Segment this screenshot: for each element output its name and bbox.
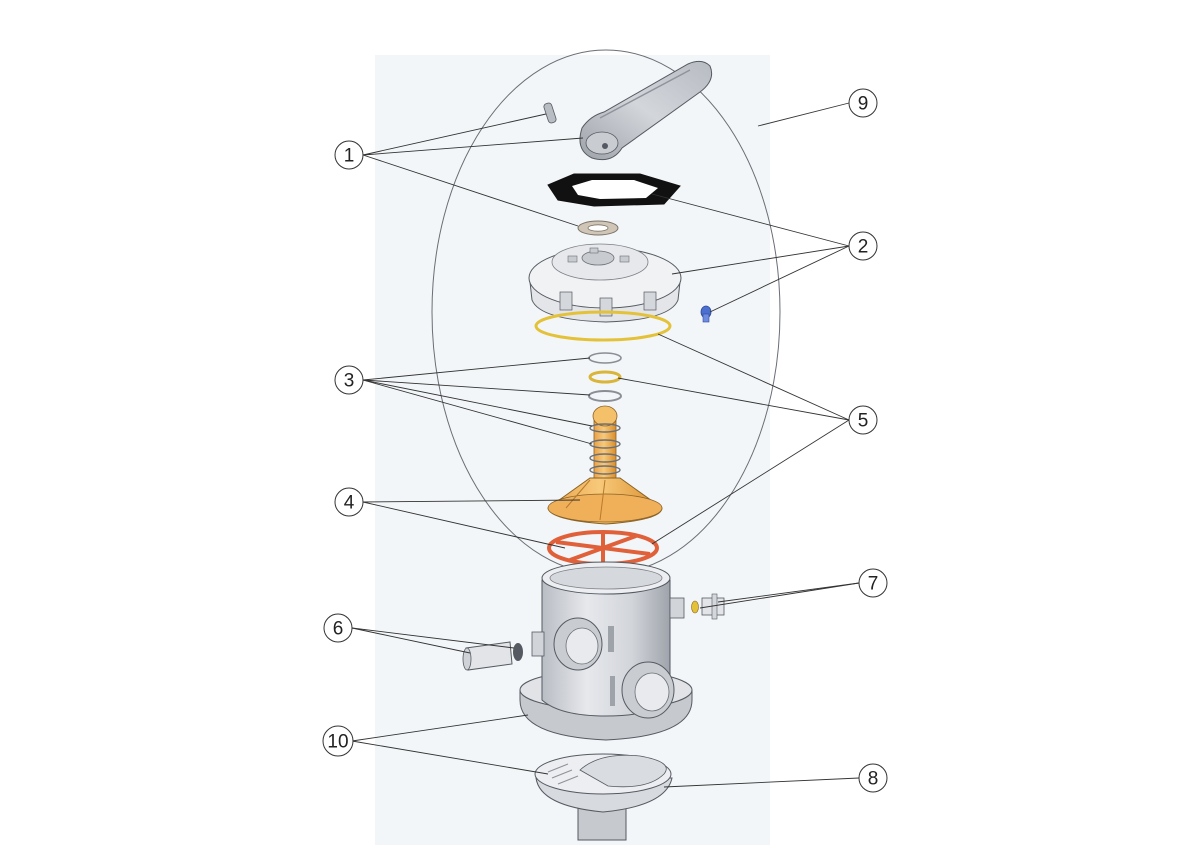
rotor-shaft: [589, 405, 621, 485]
callout-label-7: 7: [868, 574, 879, 595]
callout-5: 5: [848, 405, 878, 435]
callout-label-10: 10: [327, 732, 348, 753]
ring-small-2: [588, 390, 622, 402]
valve-body: [519, 561, 693, 741]
flat-gasket: [547, 173, 681, 207]
callout-8: 8: [858, 763, 888, 793]
callout-10: 10: [322, 725, 354, 757]
callout-label-6: 6: [333, 619, 344, 640]
callout-label-8: 8: [868, 769, 879, 790]
large-o-ring: [534, 310, 672, 342]
pipe-connector-left: [462, 641, 523, 671]
base-drain: [534, 753, 673, 841]
pipe-connector-right: [691, 593, 725, 620]
callout-1: 1: [334, 140, 364, 170]
callout-label-9: 9: [858, 94, 869, 115]
ring-small-yellow: [588, 370, 622, 384]
valve-cover: [528, 243, 682, 323]
callout-6: 6: [323, 613, 353, 643]
leader-lines: [351, 102, 860, 788]
handle-pin: [543, 102, 557, 124]
callout-2: 2: [848, 231, 878, 261]
callout-label-1: 1: [344, 146, 355, 167]
valve-handle: [579, 60, 713, 161]
callout-label-2: 2: [858, 237, 869, 258]
callout-3: 3: [334, 365, 364, 395]
rotor-disk: [547, 477, 663, 525]
callout-4: 4: [334, 487, 364, 517]
callout-label-3: 3: [344, 371, 355, 392]
callout-label-4: 4: [344, 493, 355, 514]
callout-9: 9: [848, 88, 878, 118]
callout-7: 7: [858, 568, 888, 598]
callout-label-5: 5: [858, 411, 869, 432]
